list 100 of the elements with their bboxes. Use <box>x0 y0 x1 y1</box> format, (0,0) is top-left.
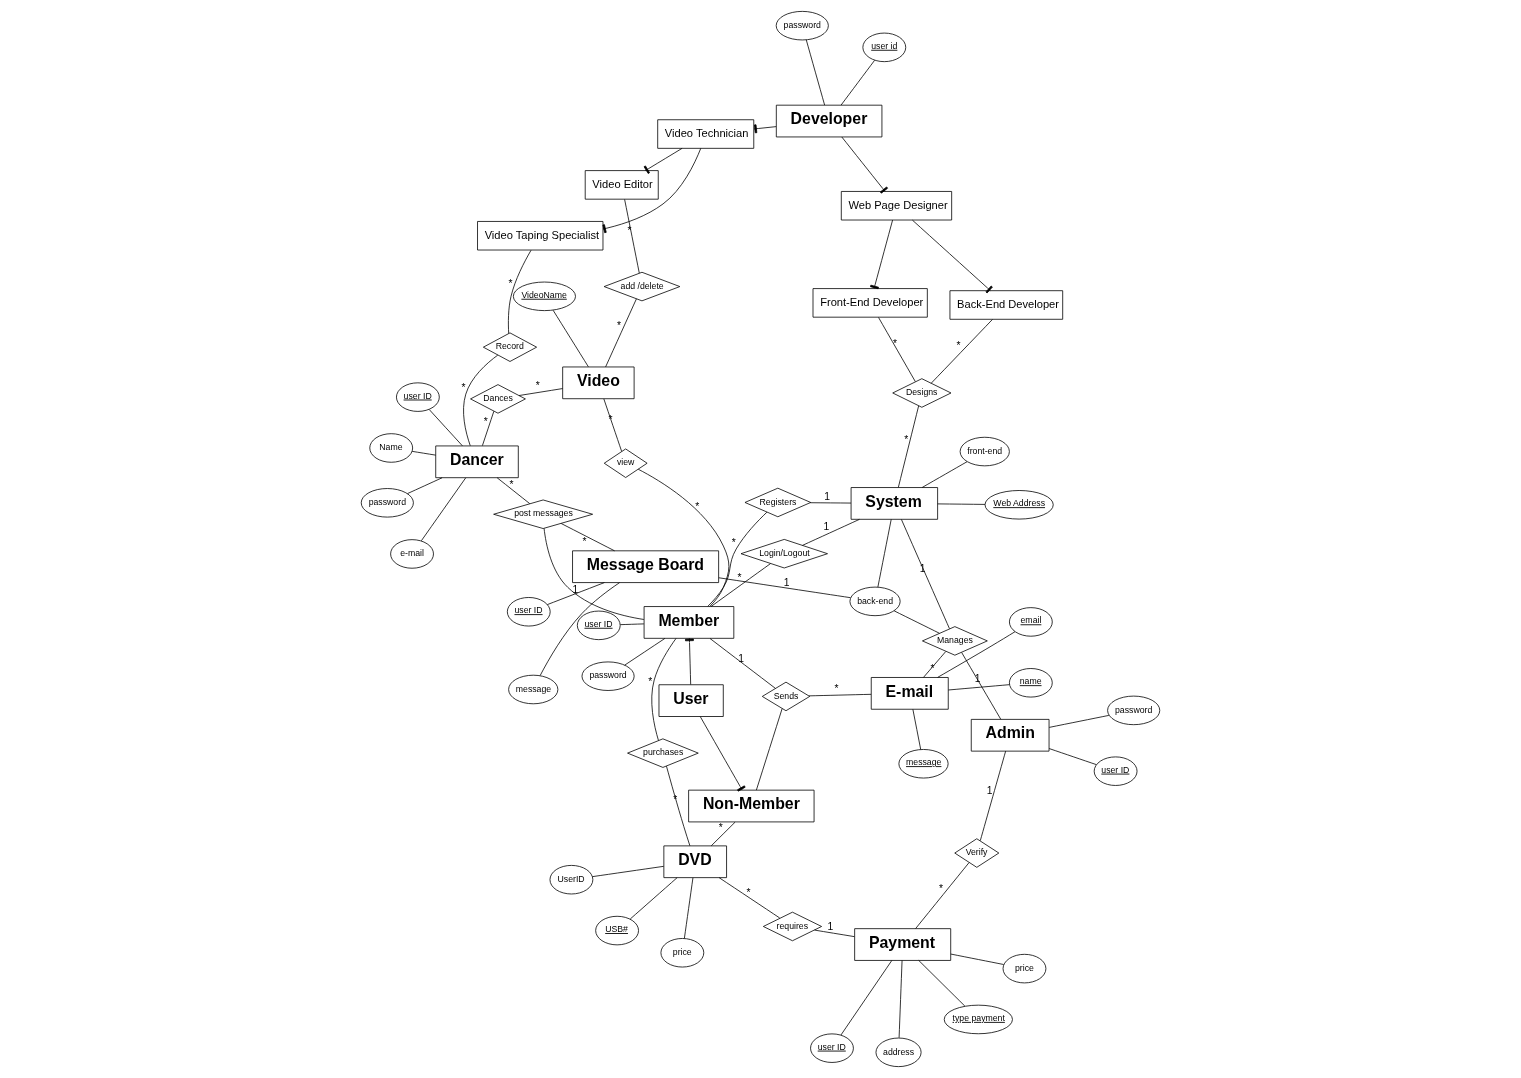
connector <box>921 461 968 488</box>
node-diamond: Registers <box>744 487 812 518</box>
node-diamond: Designs <box>892 378 952 408</box>
connector <box>898 960 903 1039</box>
node-ellipse: email <box>1009 607 1053 637</box>
connector <box>753 124 777 134</box>
connector <box>755 708 783 791</box>
node-diamond: Record <box>482 332 537 362</box>
node-box: Member <box>643 606 735 639</box>
connector <box>937 631 1016 678</box>
edge-label: * <box>938 882 943 894</box>
edge-label: 1 <box>827 921 834 933</box>
edge-label: * <box>608 413 613 425</box>
node-ellipse: password <box>360 488 414 518</box>
connector <box>685 637 694 685</box>
node-box: Developer <box>775 104 883 138</box>
node-diamond: Manages <box>922 626 988 656</box>
connector <box>684 877 694 939</box>
node-ellipse: user ID <box>396 382 440 412</box>
node-ellipse: front-end <box>959 436 1010 467</box>
connector <box>948 684 1010 691</box>
connector <box>1048 748 1097 765</box>
connector <box>560 523 615 552</box>
connector <box>411 450 437 456</box>
edge-label: * <box>904 434 909 446</box>
connector <box>629 877 678 920</box>
connector <box>539 582 620 676</box>
connector <box>624 199 640 274</box>
connector <box>482 410 495 446</box>
node-diamond: Sends <box>761 681 811 712</box>
connector <box>518 388 563 396</box>
node-diamond: post messages <box>493 499 594 529</box>
connector <box>802 518 860 546</box>
node-box: Web Page Designer <box>840 191 953 221</box>
connector <box>709 638 776 689</box>
node-box: Payment <box>854 928 952 961</box>
node-ellipse: password <box>775 11 829 41</box>
node-ellipse: message <box>898 749 949 779</box>
connector <box>699 716 746 792</box>
node-diamond: Dances <box>470 384 526 414</box>
edge-label: * <box>509 479 514 491</box>
connector <box>428 409 463 447</box>
node-diamond: requires <box>762 911 822 942</box>
node-ellipse: user ID <box>576 610 621 641</box>
node-diamond: Login/Logout <box>740 539 828 569</box>
connector <box>901 519 950 629</box>
node-diamond: purchases <box>627 738 699 768</box>
node-ellipse: VideoName <box>512 281 576 311</box>
edge-label: * <box>535 380 540 392</box>
node-box: Message Board <box>572 550 720 583</box>
edge-label: * <box>718 822 723 834</box>
node-ellipse: name <box>1009 668 1053 698</box>
node-ellipse: Name <box>369 433 414 463</box>
node-ellipse: back-end <box>849 586 901 617</box>
connector <box>710 563 771 607</box>
edge-label: 1 <box>738 652 745 664</box>
node-ellipse: user ID <box>506 597 551 627</box>
connector <box>543 528 645 620</box>
node-box: E-mail <box>870 677 949 710</box>
connector <box>1048 715 1110 728</box>
connector <box>619 623 645 626</box>
connector <box>496 477 531 505</box>
connector <box>710 821 736 847</box>
node-ellipse: e-mail <box>390 539 434 569</box>
node-ellipse: UserID <box>549 865 594 895</box>
edge-label: 1 <box>572 584 579 596</box>
node-ellipse: user ID <box>810 1033 854 1063</box>
edge-label: 1 <box>823 521 830 533</box>
node-ellipse: USB# <box>595 915 639 946</box>
node-box: Non-Member <box>688 789 815 823</box>
edge-label: * <box>648 675 653 687</box>
connector <box>407 477 443 494</box>
connector <box>718 577 851 599</box>
edge-label: * <box>956 340 961 352</box>
edge-label: 1 <box>974 673 981 685</box>
connector <box>897 405 919 488</box>
connector <box>592 865 665 878</box>
edge-label: 1 <box>919 563 926 575</box>
connector <box>707 511 768 607</box>
connector <box>840 960 893 1036</box>
connector <box>666 765 691 847</box>
node-box: Video <box>562 366 635 400</box>
connector <box>979 750 1007 842</box>
connector <box>912 219 993 294</box>
connector <box>918 960 966 1007</box>
connector <box>552 309 589 368</box>
node-diamond: add /delete <box>603 271 681 302</box>
node-box: System <box>850 487 938 520</box>
node-ellipse: user ID <box>1093 756 1138 786</box>
node-ellipse: message <box>508 674 559 705</box>
connector <box>651 638 677 741</box>
connector <box>808 693 872 697</box>
node-ellipse: type payment <box>943 1004 1013 1035</box>
node-box: User <box>658 684 724 717</box>
node-ellipse: Web Address <box>984 490 1054 520</box>
connector <box>814 929 855 937</box>
node-box: Video Technician <box>657 119 755 149</box>
connector <box>930 319 993 384</box>
edge-label: * <box>930 663 935 675</box>
node-box: DVD <box>663 845 727 879</box>
